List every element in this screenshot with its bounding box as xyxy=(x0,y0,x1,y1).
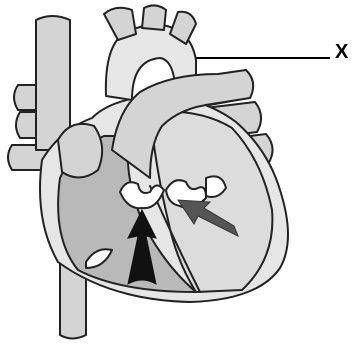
right-atrium xyxy=(58,124,102,178)
label-x: X xyxy=(335,42,348,62)
aortic-branch-2 xyxy=(142,5,166,30)
aortic-branch-1 xyxy=(104,8,136,40)
